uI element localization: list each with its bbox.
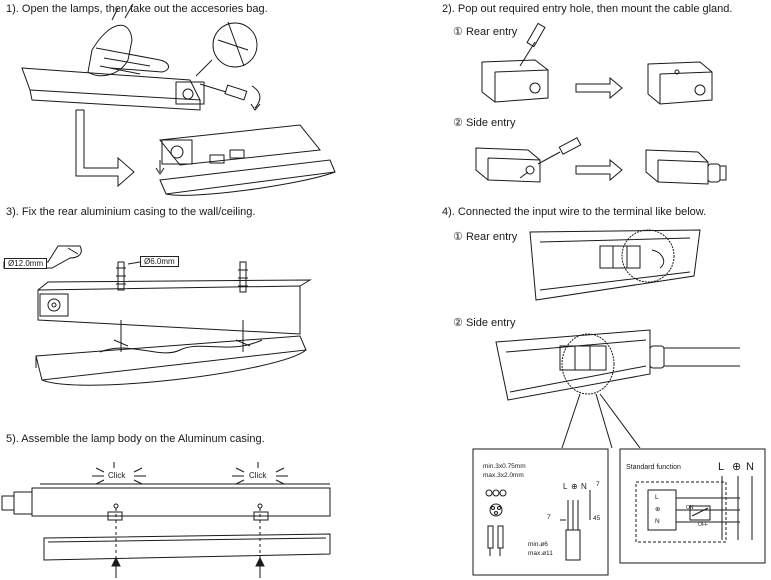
step2-rear-entry-before <box>481 22 549 103</box>
step-3-heading: 3). Fix the rear aluminium casing to the… <box>6 206 256 218</box>
step2-arrow-2 <box>575 158 623 182</box>
step5-click-marks <box>92 462 288 485</box>
box-earth: ⊕ <box>655 506 661 513</box>
step-2-heading: 2). Pop out required entry hole, then mo… <box>442 3 733 15</box>
strip-min: min.ø6 <box>528 541 548 548</box>
step1-arrow-down-right <box>75 109 135 188</box>
cable-spec-max: max.3x2.0mm <box>483 472 524 479</box>
terminal-N: N <box>581 482 587 491</box>
rear-entry-label: ① Rear entry <box>453 25 517 38</box>
switch-on: ON <box>686 505 694 511</box>
step1-open-lamp <box>155 124 336 196</box>
step2-rear-entry-after <box>647 61 713 105</box>
cable-spec-min: min.3x0.75mm <box>483 463 526 470</box>
step3-wall-casing <box>35 261 312 386</box>
length-7-a: 7 <box>547 514 551 521</box>
drill-6mm-label: Ø6.0mm <box>140 256 179 267</box>
step3-drill-bit-bubble <box>3 245 82 269</box>
step3-screw-bubble <box>127 261 141 265</box>
rear-entry-label-step4: ① Rear entry <box>453 230 517 243</box>
rear-entry-text: Rear entry <box>465 231 518 243</box>
drill-12mm-label: Ø12.0mm <box>4 258 48 269</box>
step1-hand-opening-lamp <box>21 3 261 111</box>
step5-casing <box>1 483 331 521</box>
switch-off: OFF <box>698 522 708 528</box>
step5-lamp-body <box>43 533 331 561</box>
strip-max: max.ø11 <box>528 550 553 557</box>
side-entry-text: Side entry <box>465 117 516 129</box>
std-N: N <box>746 461 754 473</box>
terminal-earth: ⊕ <box>571 482 578 491</box>
step-4-heading: 4). Connected the input wire to the term… <box>442 206 707 218</box>
step4-standard-function-box <box>619 448 766 564</box>
std-L: L <box>718 461 725 473</box>
side-entry-text: Side entry <box>465 317 516 329</box>
click-label-left: Click <box>108 471 126 480</box>
click-label-right: Click <box>249 471 267 480</box>
circled-number-2-icon: ② <box>453 117 463 129</box>
step-1-heading: 1). Open the lamps, then take out the ac… <box>6 3 268 15</box>
box-L: L <box>655 494 659 501</box>
step4-rear-terminal <box>529 229 701 301</box>
length-7-b: 7 <box>596 481 600 488</box>
step4-wiring-spec-box <box>472 448 609 576</box>
step2-side-entry-after <box>645 149 727 185</box>
circled-number-1-icon: ① <box>453 26 463 38</box>
circled-number-1-icon: ① <box>453 231 463 243</box>
terminal-L: L <box>563 482 568 491</box>
side-entry-label: ② Side entry <box>453 116 515 129</box>
std-earth: ⊕ <box>732 461 742 473</box>
rear-entry-text: Rear entry <box>465 26 518 38</box>
step2-arrow-1 <box>575 76 623 100</box>
length-45: 45 <box>593 515 601 522</box>
step2-side-entry-before <box>475 137 582 183</box>
circled-number-2-icon: ② <box>453 317 463 329</box>
step-5-heading: 5). Assemble the lamp body on the Alumin… <box>6 433 265 445</box>
side-entry-label-step4: ② Side entry <box>453 316 515 329</box>
step4-side-terminal <box>495 329 740 449</box>
standard-function-title: Standard function <box>626 464 681 471</box>
box-N: N <box>655 518 660 525</box>
step5-up-arrows <box>111 556 265 578</box>
